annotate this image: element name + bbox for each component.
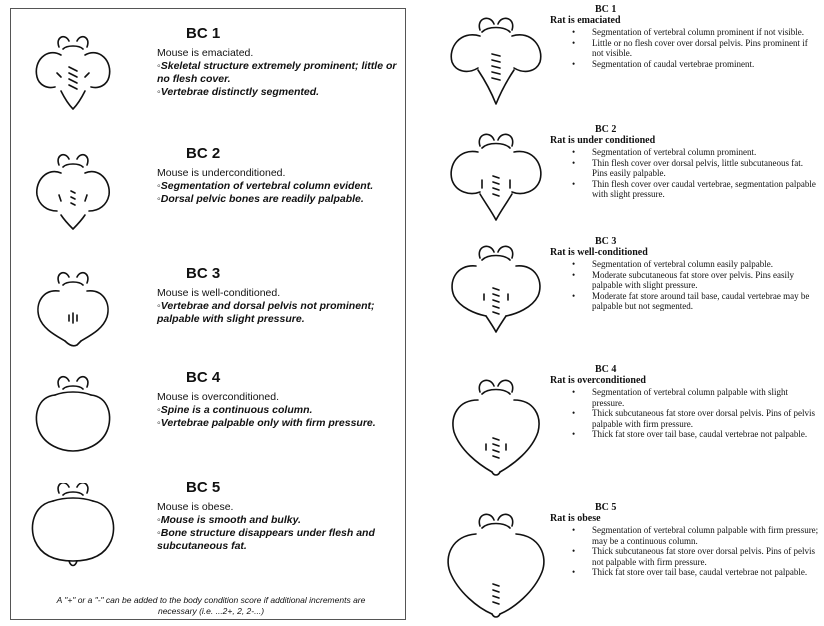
rat-bc1-bullet-3: Segmentation of caudal vertebrae promine…	[592, 59, 820, 70]
mouse-bc5-bullet-1: ◦Mouse is smooth and bulky.	[157, 514, 403, 527]
rat-condition-panel: BC 1 Rat is emaciated Segmentation of ve…	[414, 0, 824, 626]
mouse-bc4-description: Mouse is overconditioned. ◦Spine is a co…	[157, 391, 403, 430]
mouse-bc1-bullet-1: ◦Skeletal structure extremely prominent;…	[157, 60, 403, 86]
mouse-condition-panel: BC 1 Mouse is emaciated. ◦Skeletal struc…	[10, 8, 406, 620]
rat-bc2-text: BC 2 Rat is under conditioned Segmentati…	[550, 124, 820, 200]
mouse-bc5-label: BC 5	[186, 479, 246, 496]
mouse-bc3-description: Mouse is well-conditioned. ◦Vertebrae an…	[157, 287, 403, 326]
rat-bc2-bullet-2: Thin flesh cover over dorsal pelvis, lit…	[592, 158, 820, 179]
rat-bc3-bullet-1: Segmentation of vertebral column easily …	[592, 259, 820, 270]
rat-bc5-status: obese	[577, 513, 600, 524]
mouse-bc4-bullet-2: ◦Vertebrae palpable only with firm press…	[157, 417, 403, 430]
mouse-bc1-description: Mouse is emaciated. ◦Skeletal structure …	[157, 47, 403, 99]
rat-bc4-bullet-3: Thick fat store over tail base, caudal v…	[592, 429, 820, 440]
rat-bc4-status: overconditioned	[577, 375, 646, 386]
mouse-bc4-section: BC 4 Mouse is overconditioned. ◦Spine is…	[11, 369, 405, 487]
rat-bc3-text: BC 3 Rat is well-conditioned Segmentatio…	[550, 236, 820, 312]
mouse-bc4-label: BC 4	[186, 369, 246, 386]
mouse-bc5-section: BC 5 Mouse is obese. ◦Mouse is smooth an…	[11, 479, 405, 597]
rat-bc4-section: BC 4 Rat is overconditioned Segmentation…	[414, 364, 824, 490]
mouse-bc2-status: Mouse is underconditioned.	[157, 167, 403, 180]
mouse-bc2-bullet-2: ◦Dorsal pelvic bones are readily palpabl…	[157, 193, 403, 206]
rat-bc2-label: BC 2	[550, 124, 820, 135]
rat-bc3-bullet-3: Moderate fat store around tail base, cau…	[592, 291, 820, 312]
mouse-bc2-description: Mouse is underconditioned. ◦Segmentation…	[157, 167, 403, 206]
rat-bc5-section: BC 5 Rat is obese Segmentation of verteb…	[414, 502, 824, 626]
rat-bc5-bullet-2: Thick subcutaneous fat store over dorsal…	[592, 546, 820, 567]
rat-bc3-illustration	[436, 236, 556, 346]
rat-bc3-status: well-conditioned	[577, 247, 648, 258]
rat-bc1-section: BC 1 Rat is emaciated Segmentation of ve…	[414, 4, 824, 122]
rat-bc3-status-line: Rat is well-conditioned	[550, 247, 820, 258]
rat-bc1-bullet-1: Segmentation of vertebral column promine…	[592, 27, 820, 38]
rat-bc5-illustration	[436, 510, 556, 620]
rat-bc1-bullet-2: Little or no flesh cover over dorsal pel…	[592, 38, 820, 59]
mouse-bc2-illustration	[25, 149, 121, 241]
mouse-bc4-illustration	[25, 373, 121, 465]
rat-bc2-status-line: Rat is under conditioned	[550, 135, 820, 146]
rat-bc2-illustration	[436, 124, 556, 234]
rat-bc2-section: BC 2 Rat is under conditioned Segmentati…	[414, 124, 824, 242]
mouse-bc3-bullet-1: ◦Vertebrae and dorsal pelvis not promine…	[157, 300, 403, 326]
mouse-bc1-section: BC 1 Mouse is emaciated. ◦Skeletal struc…	[11, 25, 405, 143]
mouse-bc1-status: Mouse is emaciated.	[157, 47, 403, 60]
mouse-bc3-label: BC 3	[186, 265, 246, 282]
mouse-bc1-illustration	[25, 29, 121, 121]
rat-bc2-bullets: Segmentation of vertebral column promine…	[550, 147, 820, 200]
rat-bc4-text: BC 4 Rat is overconditioned Segmentation…	[550, 364, 820, 440]
rat-bc3-label: BC 3	[550, 236, 820, 247]
mouse-bc5-description: Mouse is obese. ◦Mouse is smooth and bul…	[157, 501, 403, 553]
mouse-bc2-label: BC 2	[186, 145, 246, 162]
mouse-bc5-bullet-2: ◦Bone structure disappears under flesh a…	[157, 527, 403, 553]
rat-bc3-bullet-2: Moderate subcutaneous fat store over pel…	[592, 270, 820, 291]
rat-bc2-bullet-1: Segmentation of vertebral column promine…	[592, 147, 820, 158]
rat-bc5-status-line: Rat is obese	[550, 513, 820, 524]
mouse-bc2-bullet-1: ◦Segmentation of vertebral column eviden…	[157, 180, 403, 193]
mouse-bc5-status: Mouse is obese.	[157, 501, 403, 514]
mouse-bc2-section: BC 2 Mouse is underconditioned. ◦Segment…	[11, 145, 405, 263]
rat-bc2-bullet-3: Thin flesh cover over caudal vertebrae, …	[592, 179, 820, 200]
rat-bc4-illustration	[436, 374, 556, 484]
rat-bc5-bullets: Segmentation of vertebral column palpabl…	[550, 525, 820, 578]
rat-bc1-label: BC 1	[550, 4, 820, 15]
rat-bc1-bullets: Segmentation of vertebral column promine…	[550, 27, 820, 69]
mouse-bc1-label: BC 1	[186, 25, 246, 42]
rat-bc4-status-line: Rat is overconditioned	[550, 375, 820, 386]
rat-bc1-status-line: Rat is emaciated	[550, 15, 820, 26]
mouse-bc4-status: Mouse is overconditioned.	[157, 391, 403, 404]
rat-bc4-bullets: Segmentation of vertebral column palpabl…	[550, 387, 820, 440]
rat-bc5-label: BC 5	[550, 502, 820, 513]
rat-bc5-bullet-1: Segmentation of vertebral column palpabl…	[592, 525, 820, 546]
rat-bc1-text: BC 1 Rat is emaciated Segmentation of ve…	[550, 4, 820, 69]
rat-bc4-bullet-2: Thick subcutaneous fat store over dorsal…	[592, 408, 820, 429]
mouse-bc4-bullet-1: ◦Spine is a continuous column.	[157, 404, 403, 417]
mouse-bc3-section: BC 3 Mouse is well-conditioned. ◦Vertebr…	[11, 265, 405, 383]
rat-bc4-bullet-1: Segmentation of vertebral column palpabl…	[592, 387, 820, 408]
mouse-bc5-illustration	[25, 483, 121, 575]
mouse-bc3-status: Mouse is well-conditioned.	[157, 287, 403, 300]
rat-bc3-bullets: Segmentation of vertebral column easily …	[550, 259, 820, 312]
rat-bc5-bullet-3: Thick fat store over tail base, caudal v…	[592, 567, 820, 578]
rat-bc3-section: BC 3 Rat is well-conditioned Segmentatio…	[414, 236, 824, 366]
rat-bc1-status: emaciated	[577, 15, 620, 26]
rat-bc1-illustration	[436, 8, 556, 118]
rat-bc2-status: under conditioned	[577, 135, 655, 146]
mouse-bc3-illustration	[25, 269, 121, 361]
rat-bc5-text: BC 5 Rat is obese Segmentation of verteb…	[550, 502, 820, 578]
rat-bc4-label: BC 4	[550, 364, 820, 375]
mouse-footnote: A "+" or a "-" can be added to the body …	[51, 595, 371, 617]
mouse-bc1-bullet-2: ◦Vertebrae distinctly segmented.	[157, 86, 403, 99]
